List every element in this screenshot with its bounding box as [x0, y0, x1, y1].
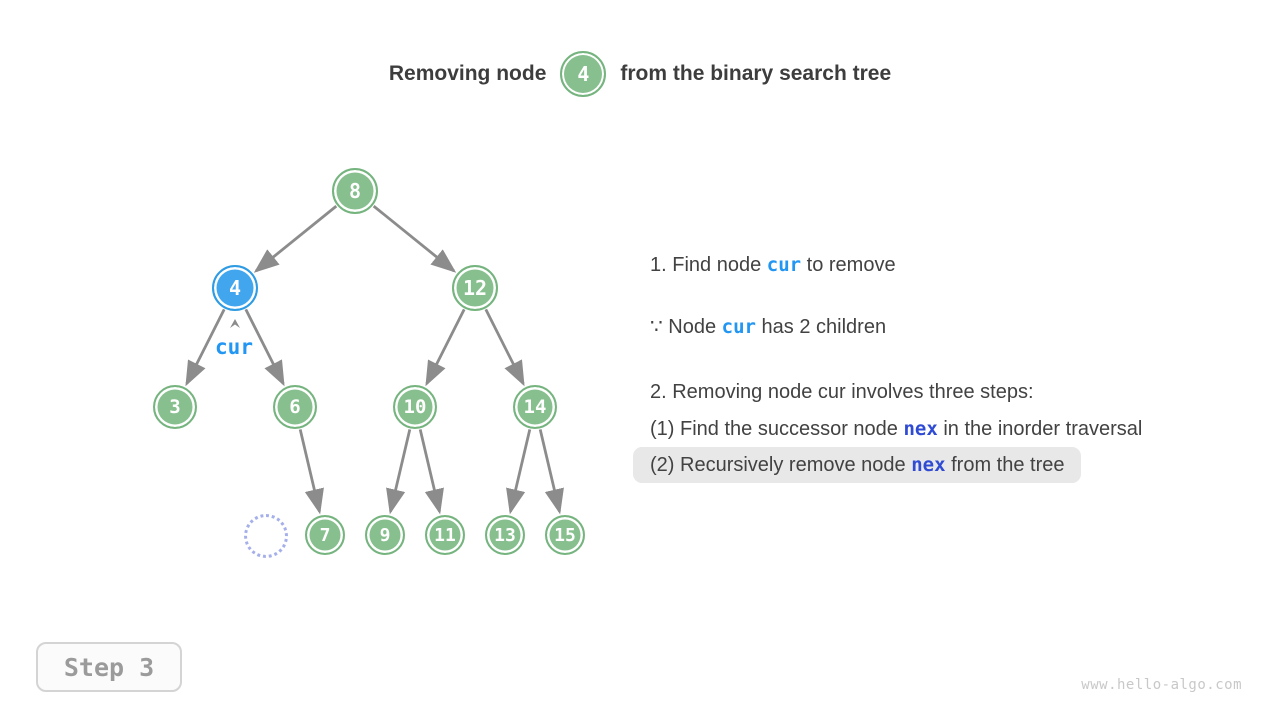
tree-edge-14-15: [538, 429, 564, 515]
tree-node-14: 14: [513, 385, 557, 429]
tree-edge-12-14: [484, 308, 525, 387]
tree-edge-14-13: [506, 429, 532, 515]
note-text: 2. Removing node cur involves three step…: [650, 381, 1034, 403]
tree-node-8: 8: [332, 168, 378, 214]
tree-node-4: 4: [212, 265, 258, 311]
tree-node-10: 10: [393, 385, 437, 429]
tree-edge-6-7: [298, 429, 324, 515]
tree-node-13: 13: [485, 515, 525, 555]
tree-edge-12-10: [425, 308, 466, 387]
title-node-value: 4: [577, 62, 590, 86]
cur-pointer-caret-icon: [230, 319, 240, 328]
note-text: 1. Find node: [650, 254, 767, 276]
tree-node-12: 12: [452, 265, 498, 311]
watermark: www.hello-algo.com: [1081, 677, 1242, 693]
code-token-nex: nex: [903, 418, 938, 440]
tree-edge-10-11: [418, 429, 444, 515]
note-text: has 2 children: [755, 316, 887, 338]
note-line-3: 2. Removing node cur involves three step…: [650, 379, 1034, 405]
tree-node-7: 7: [305, 515, 345, 555]
tree-node-11: 11: [425, 515, 465, 555]
note-text: from the tree: [945, 454, 1065, 476]
code-token-nex: nex: [911, 454, 946, 476]
note-text: (1) Find the successor node: [650, 418, 904, 440]
note-line-1: 1. Find node cur to remove: [650, 252, 896, 278]
code-token-cur: cur: [721, 316, 756, 338]
tree-node-15: 15: [545, 515, 585, 555]
title-node-circle: 4: [560, 51, 607, 97]
note-line-2: ∵ Node cur has 2 children: [650, 314, 886, 340]
tree-node-9: 9: [365, 515, 405, 555]
figure-title: Removing node 4 from the binary search t…: [0, 51, 1280, 97]
tree-node-3: 3: [153, 385, 197, 429]
step-badge-label: Step 3: [63, 652, 155, 682]
note-text: to remove: [801, 254, 896, 276]
note-text: ∵ Node: [650, 316, 722, 338]
tree-edge-8-12: [372, 205, 457, 273]
title-prefix: Removing node: [388, 62, 547, 85]
tree-edge-10-9: [386, 429, 412, 515]
title-suffix: from the binary search tree: [620, 62, 892, 85]
cur-pointer-label: cur: [215, 335, 253, 359]
tree-node-placeholder: [244, 514, 288, 558]
tree-node-6: 6: [273, 385, 317, 429]
code-token-cur: cur: [766, 254, 802, 276]
note-text: (2) Recursively remove node: [650, 454, 912, 476]
note-text: in the inorder traversal: [937, 418, 1143, 440]
step-badge: Step 3: [36, 642, 182, 692]
tree-edge-8-4: [253, 205, 338, 273]
note-line-4: (1) Find the successor node nex in the i…: [650, 416, 1142, 442]
note-line-5: (2) Recursively remove node nex from the…: [633, 447, 1082, 483]
